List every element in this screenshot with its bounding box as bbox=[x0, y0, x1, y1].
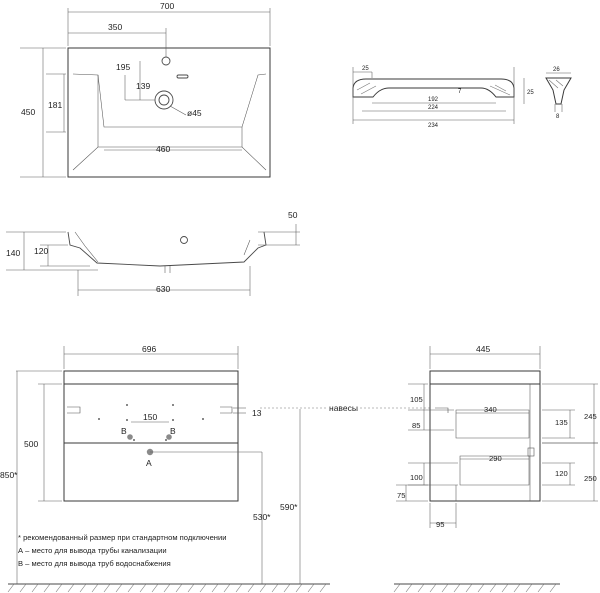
side-cabinet-body bbox=[429, 383, 541, 502]
dim-width-label: 700 bbox=[160, 1, 174, 11]
drain-hole-inner bbox=[158, 94, 170, 106]
bowl-inner-edge bbox=[97, 75, 243, 147]
handle-length-label: 234 bbox=[428, 123, 439, 129]
label-b-right: B bbox=[170, 426, 176, 436]
hinge-symbols bbox=[67, 406, 233, 414]
dim-top-gap-label: 105 bbox=[410, 395, 423, 404]
front-basin-top bbox=[63, 370, 239, 385]
side-hinge-symbol bbox=[435, 407, 449, 413]
mounting-dots bbox=[98, 404, 204, 441]
dim-depth-label: 450 bbox=[21, 107, 35, 117]
handle-depth-label: 25 bbox=[527, 90, 534, 96]
dim-tap-hole-label: 195 bbox=[116, 62, 130, 72]
cabinet-front-view: B B A 696 150 13 навесы 500 850* 590* 53… bbox=[0, 344, 440, 593]
label-a: A bbox=[146, 458, 152, 468]
dim-bowl-width-label: 460 bbox=[156, 144, 170, 154]
dim-245-label: 245 bbox=[584, 412, 597, 421]
water-pipe-point-b2 bbox=[166, 434, 172, 440]
dim-side-width-label: 630 bbox=[156, 284, 170, 294]
bowl-upper-edge bbox=[72, 73, 267, 128]
water-pipe-point-b1 bbox=[127, 434, 133, 440]
dim-95-label: 95 bbox=[436, 520, 444, 529]
dim-135-label: 135 bbox=[555, 418, 568, 427]
label-b-left: B bbox=[121, 426, 127, 436]
handle-side-profile bbox=[545, 77, 572, 105]
side-basin-top bbox=[429, 370, 541, 385]
dim-bowl-height-label: 120 bbox=[34, 246, 48, 256]
dim-drawer-bottom-depth-label: 290 bbox=[489, 454, 502, 463]
dim-drawer-top-depth-label: 340 bbox=[484, 405, 497, 414]
front-upper-drawer bbox=[63, 383, 239, 444]
note-a: А – место для вывода трубы канализации bbox=[18, 546, 167, 555]
side-tap-hole bbox=[180, 236, 188, 244]
front-floor-hatch bbox=[7, 583, 327, 593]
basin-side-outline bbox=[67, 231, 267, 267]
dim-cabinet-height-label: 500 bbox=[24, 439, 38, 449]
cabinet-side-view: 445 105 340 85 135 245 290 100 12 bbox=[393, 344, 598, 593]
handle-height-label: 7 bbox=[458, 89, 462, 95]
basin-outline bbox=[67, 47, 271, 178]
dim-tap-offset-label: 350 bbox=[108, 22, 122, 32]
dim-cabinet-width-label: 696 bbox=[142, 344, 156, 354]
hinges-label: навесы bbox=[329, 403, 358, 413]
handle-spacing-inner-label: 192 bbox=[428, 97, 439, 103]
basin-top-view: 700 350 450 181 195 139 ø45 460 bbox=[20, 1, 271, 178]
side-floor-hatch bbox=[393, 583, 557, 593]
dim-hinge-spacing-label: 150 bbox=[143, 412, 157, 422]
bowl-lower-edge bbox=[72, 146, 267, 171]
dim-total-height-label: 140 bbox=[6, 248, 20, 258]
dim-drain-diameter-label: ø45 bbox=[187, 108, 202, 118]
upper-drawer-box bbox=[455, 409, 530, 439]
note-b: В – место для вывода труб водоснабжения bbox=[18, 559, 171, 568]
side-handle-symbol bbox=[527, 447, 535, 457]
dim-hinge-offset-label: 13 bbox=[252, 408, 262, 418]
dim-gap-85-label: 85 bbox=[412, 421, 420, 430]
overflow-slot bbox=[176, 74, 189, 79]
handle-side-depth-label: 8 bbox=[556, 114, 560, 120]
lower-drawer-box bbox=[459, 455, 530, 486]
dim-drain-offset-label: 139 bbox=[136, 81, 150, 91]
dim-side-width-label: 445 bbox=[476, 344, 490, 354]
handle-view: 25 192 224 234 7 26 25 8 bbox=[352, 66, 572, 129]
handle-end-width-label: 25 bbox=[362, 66, 369, 72]
dim-250-label: 250 bbox=[584, 474, 597, 483]
handle-outline bbox=[352, 78, 515, 98]
dim-75-label: 75 bbox=[397, 491, 405, 500]
dim-rim-label: 50 bbox=[288, 210, 298, 220]
dim-floor-height-530-label: 530* bbox=[253, 512, 271, 522]
basin-side-view: 50 140 120 630 bbox=[6, 210, 300, 296]
note-recommended: * рекомендованный размер при стандартном… bbox=[18, 533, 226, 542]
dim-120-label: 120 bbox=[555, 469, 568, 478]
handle-spacing-label: 224 bbox=[428, 105, 439, 111]
dim-100-label: 100 bbox=[410, 473, 423, 482]
handle-side-width-label: 26 bbox=[553, 67, 560, 73]
dim-bowl-depth-label: 181 bbox=[48, 100, 62, 110]
dim-floor-height-590-label: 590* bbox=[280, 502, 298, 512]
dim-total-height-label: 850* bbox=[0, 470, 18, 480]
